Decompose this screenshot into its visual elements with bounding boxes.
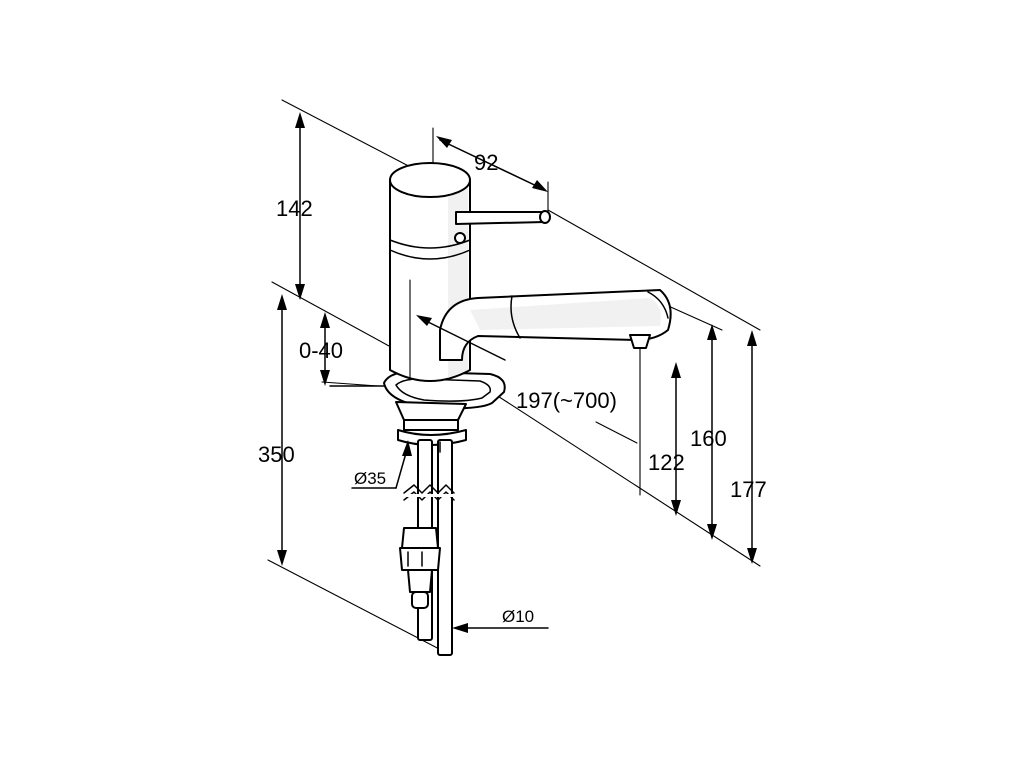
dim-197: 197(~700) — [516, 388, 617, 413]
dimension-lines — [277, 112, 757, 633]
dimension-labels: 92 142 0-40 197(~700) 350 Ø35 122 160 17… — [258, 150, 767, 626]
pipe-fitting — [401, 527, 439, 549]
dim-350: 350 — [258, 442, 295, 467]
dim-diameter-35: Ø35 — [354, 469, 386, 488]
faucet-top-cap — [389, 162, 471, 198]
lever-handle — [455, 211, 549, 225]
dim-92: 92 — [474, 150, 498, 175]
dim-diameter-10: Ø10 — [502, 607, 534, 626]
dim-160: 160 — [690, 426, 727, 451]
extension-lines — [267, 99, 761, 653]
break-marker — [403, 484, 455, 494]
faucet — [383, 162, 672, 656]
dim-0-40: 0-40 — [299, 338, 343, 363]
dim-142: 142 — [276, 196, 313, 221]
dim-122: 122 — [648, 450, 685, 475]
dim-177: 177 — [730, 477, 767, 502]
